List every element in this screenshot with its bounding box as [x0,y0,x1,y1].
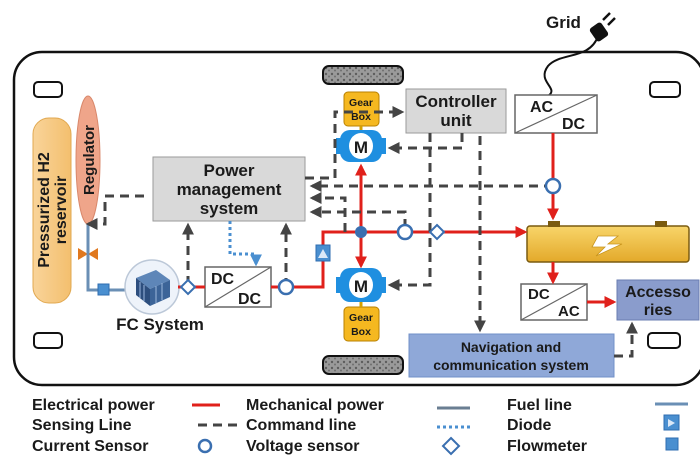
wheel-bottom [322,355,404,375]
legend-mechanical-power: Mechanical power [246,397,384,414]
taillight-top-right [649,81,681,98]
grid-label: Grid [546,13,581,32]
lightning-icon [591,235,623,257]
headlight-bottom-left [33,332,63,349]
voltage-sensor-bus [428,223,446,241]
accessories-label-1: Accesso [625,284,691,301]
gear-box-top-label-1: Gear [349,97,373,109]
ac-dc-label-bottom: DC [562,116,586,133]
current-sensor-dcdc [277,278,295,296]
dc-ac-label-bottom: AC [558,303,580,320]
diode-triangle [318,249,328,258]
legend-voltage-sensor: Voltage sensor [246,438,360,455]
legend-flowmeter: Flowmeter [507,438,587,455]
gear-box-bottom-label-2: Box [351,326,371,338]
ac-dc-label-top: AC [530,99,554,116]
h2-reservoir-label-1: Pressurized H2 [36,152,53,268]
motor-bottom-icon [336,268,386,302]
legend-flowmeter-symbol [665,437,679,451]
power-management-label-3: system [200,199,259,218]
bus-node [355,226,367,238]
valve-icon-right [88,248,98,260]
regulator-label: Regulator [81,125,98,195]
battery-terminal-left [548,221,560,227]
motor-bottom-label: M [354,277,368,296]
dc-dc-label-top: DC [211,271,235,288]
accessories-box [616,279,700,321]
voltage-sensor-fc [179,278,197,296]
power-management-label-1: Power [203,161,254,180]
motor-top-icon [336,130,386,162]
grid-plug-icon [589,12,616,42]
legend-fuel-line: Fuel line [507,397,572,414]
dc-ac-label-top: DC [528,286,550,303]
current-sensor-bus [396,223,414,241]
power-management-box [152,156,306,222]
legend-sensing-line: Sensing Line [32,417,132,434]
dc-dc-label-bottom: DC [238,291,262,308]
legend-diode: Diode [507,417,552,434]
controller-unit-box [405,88,507,134]
current-sensor-grid [544,177,562,195]
power-management-label-2: management [177,180,282,199]
controller-unit-label-1: Controller [415,92,497,111]
fuel-cell-stack-icon [136,270,170,306]
valve-icon [78,248,88,260]
taillight-bottom-right [647,332,681,349]
gear-box-bottom-label-1: Gear [349,312,373,324]
motor-top-label: M [354,138,368,157]
legend: Electrical power Sensing Line Current Se… [32,397,688,456]
battery-terminal-right [655,221,667,227]
wheel-top [322,65,404,85]
accessories-label-2: ries [644,302,673,319]
fc-system-label: FC System [116,315,204,334]
command-lines [85,106,638,358]
h2-reservoir [32,117,72,304]
legend-current-sensor: Current Sensor [32,438,148,455]
legend-command-line: Command line [246,417,356,434]
flowmeter-square [97,283,110,296]
legend-diode-triangle [668,419,675,427]
headlight-top-left [33,81,63,98]
gear-box-top-label-2: Box [351,111,371,123]
controller-unit-label-2: unit [440,111,471,130]
legend-voltage-symbol [441,436,461,456]
h2-reservoir-label-2: reservoir [53,176,70,245]
legend-electrical-power: Electrical power [32,397,155,414]
legend-current-sensor-symbol [197,438,213,454]
navigation-label-1: Navigation and [461,339,561,355]
navigation-label-2: communication system [433,357,589,373]
